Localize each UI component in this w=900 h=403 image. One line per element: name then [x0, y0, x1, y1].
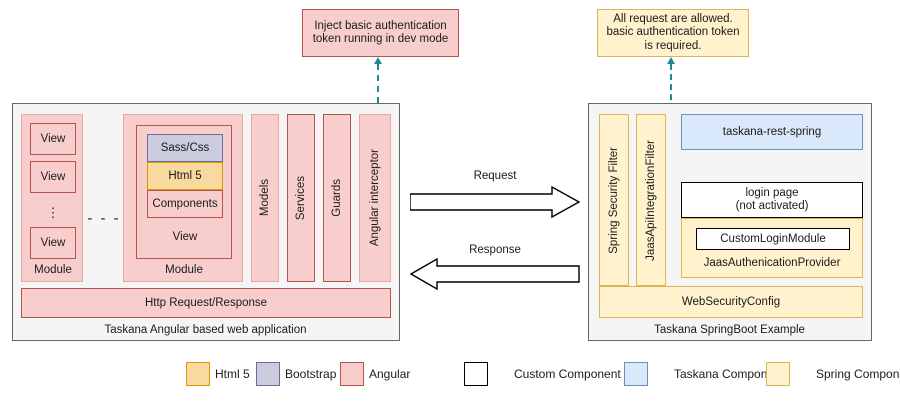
- login-page-label-line2: (not activated): [735, 200, 809, 212]
- legend-item-html5: Html 5: [186, 362, 250, 386]
- jaas-authentication-provider-label-wrap: JaasAuthenicationProvider: [682, 253, 862, 273]
- column-angular-interceptor: Angular interceptor: [359, 114, 391, 282]
- legend-item-bootstrap: Bootstrap: [256, 362, 336, 386]
- column-services-label: Services: [294, 175, 307, 221]
- arrow-response-label: Response: [469, 244, 521, 256]
- view-label: View: [40, 170, 66, 183]
- web-security-config-box: WebSecurityConfig: [599, 286, 863, 318]
- legend-item-angular: Angular: [340, 362, 410, 386]
- legend-label-angular: Angular: [369, 367, 411, 381]
- web-security-config-label: WebSecurityConfig: [681, 295, 781, 308]
- left-panel-caption-text: Taskana Angular based web application: [104, 324, 307, 336]
- html5-box: Html 5: [147, 162, 223, 190]
- view-box: View: [30, 227, 76, 259]
- jaas-authentication-provider-label: JaasAuthenicationProvider: [703, 256, 841, 269]
- custom-login-module-label: CustomLoginModule: [720, 232, 826, 245]
- legend-label-bootstrap: Bootstrap: [285, 367, 337, 381]
- column-guards-label: Guards: [330, 179, 343, 217]
- legend-label-html5: Html 5: [215, 367, 250, 381]
- jaas-api-integration-filter-label: JaasApiIntegrationFilter: [644, 139, 657, 261]
- module-detailed: Sass/Css Html 5 Components View Module: [123, 114, 243, 282]
- module-detailed-label-text: Module: [165, 263, 203, 276]
- arrow-response-icon: [409, 257, 580, 291]
- module-detailed-label: Module: [124, 261, 244, 279]
- callout-angular-interceptor: Inject basic authentication token runnin…: [302, 9, 459, 57]
- right-panel-caption-text: Taskana SpringBoot Example: [654, 324, 805, 336]
- module-simple-label-text: Module: [34, 263, 72, 276]
- sass-css-box: Sass/Css: [147, 134, 223, 162]
- view-container: Sass/Css Html 5 Components View: [136, 125, 232, 259]
- module-vertical-ellipsis: ⋮: [30, 199, 76, 227]
- column-services: Services: [287, 114, 315, 282]
- http-request-response-label: Http Request/Response: [144, 296, 268, 309]
- legend-swatch-html5-icon: [186, 362, 210, 386]
- legend-swatch-bootstrap-icon: [256, 362, 280, 386]
- legend-swatch-angular-icon: [340, 362, 364, 386]
- connector-arrow-angular-icon: [374, 57, 382, 64]
- modules-ellipsis: - - -: [87, 208, 121, 228]
- spring-security-filter: Spring Security Filter: [599, 114, 629, 286]
- login-page-box: login page (not activated): [681, 182, 863, 218]
- custom-login-module-box: CustomLoginModule: [696, 228, 850, 250]
- column-models: Models: [251, 114, 279, 282]
- legend-label-custom-component: Custom Component: [514, 367, 621, 381]
- view-box: View: [30, 123, 76, 155]
- html5-label: Html 5: [168, 169, 202, 182]
- callout-spring-security: All request are allowed. basic authentic…: [597, 9, 749, 57]
- arrow-response-label-wrap: Response: [410, 242, 580, 258]
- legend-item-spring-component: Spring Component: [766, 362, 900, 386]
- legend-item-custom-component: Custom Component: [464, 362, 621, 386]
- arrow-request-label-wrap: Request: [410, 168, 580, 184]
- callout-angular-text: Inject basic authentication token runnin…: [312, 19, 449, 46]
- panel-springboot-example: Spring Security Filter JaasApiIntegratio…: [588, 103, 872, 341]
- arrow-request: [409, 185, 581, 219]
- components-box: Components: [147, 190, 223, 218]
- modules-ellipsis-text: - - -: [87, 209, 121, 227]
- taskana-rest-spring-box: taskana-rest-spring: [681, 114, 863, 150]
- arrow-request-icon: [409, 185, 581, 219]
- legend-label-taskana-component: Taskana Component: [674, 367, 785, 381]
- legend-swatch-taskana-icon: [624, 362, 648, 386]
- legend-swatch-custom-icon: [464, 362, 488, 386]
- arrow-request-label: Request: [473, 170, 517, 182]
- view-label: View: [40, 132, 66, 145]
- components-label: Components: [152, 197, 218, 210]
- panel-angular-application: View View ⋮ View Module - - - Sass/Css H…: [12, 103, 400, 341]
- view-container-label: View: [137, 226, 233, 248]
- module-simple-label: Module: [22, 261, 84, 279]
- view-label: View: [40, 236, 66, 249]
- legend-item-taskana-component: Taskana Component: [624, 362, 784, 386]
- login-page-label-line1: login page: [745, 187, 799, 199]
- connector-arrow-spring-icon: [667, 57, 675, 64]
- left-panel-caption: Taskana Angular based web application: [13, 320, 398, 340]
- jaas-authentication-provider-box: CustomLoginModule JaasAuthenicationProvi…: [681, 218, 863, 278]
- right-panel-caption: Taskana SpringBoot Example: [589, 320, 870, 340]
- taskana-rest-spring-label: taskana-rest-spring: [722, 125, 822, 138]
- module-simple: View View ⋮ View Module: [21, 114, 83, 282]
- arrow-response: [409, 257, 580, 291]
- view-box: View: [30, 161, 76, 193]
- column-guards: Guards: [323, 114, 351, 282]
- module-vertical-ellipsis-text: ⋮: [46, 205, 60, 220]
- jaas-api-integration-filter: JaasApiIntegrationFilter: [636, 114, 666, 286]
- column-models-label: Models: [258, 179, 271, 217]
- column-angular-interceptor-label: Angular interceptor: [368, 149, 381, 247]
- sass-css-label: Sass/Css: [160, 141, 210, 154]
- callout-spring-text: All request are allowed. basic authentic…: [606, 12, 740, 52]
- legend-swatch-spring-icon: [766, 362, 790, 386]
- view-container-label-text: View: [172, 230, 198, 243]
- http-request-response-bar: Http Request/Response: [21, 288, 391, 318]
- legend-label-spring-component: Spring Component: [816, 367, 900, 381]
- spring-security-filter-label: Spring Security Filter: [607, 146, 620, 254]
- connector-line-angular: [377, 64, 379, 114]
